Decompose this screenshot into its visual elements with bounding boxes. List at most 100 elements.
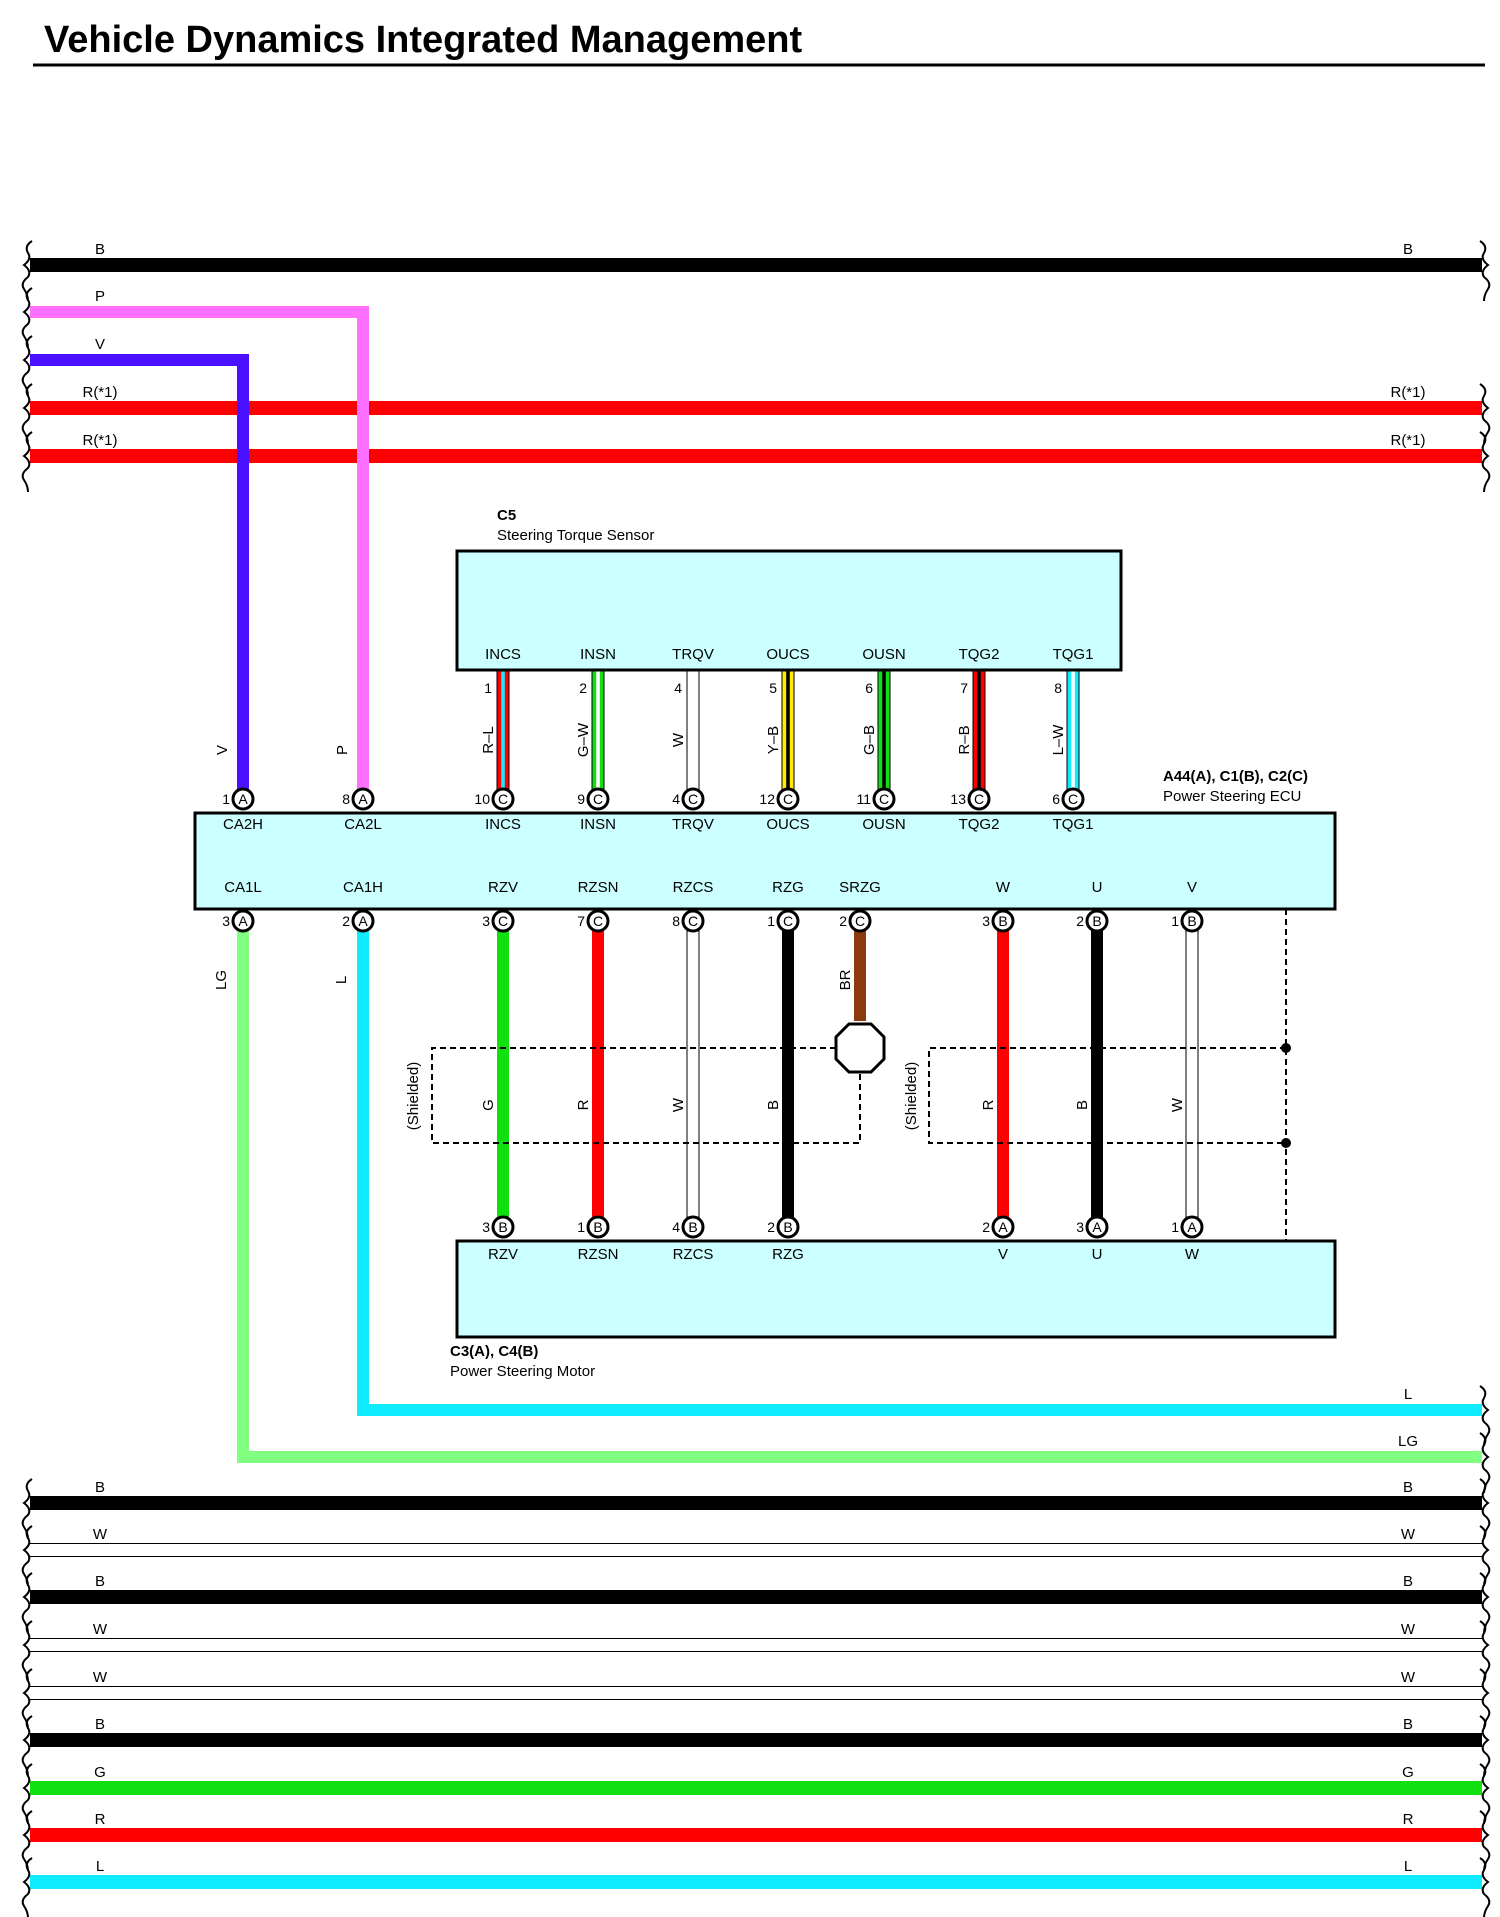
- motor-wire-v: [997, 931, 1009, 1217]
- ecu-pin-ca1l-circle: [231, 909, 255, 933]
- wire-end-right: [1479, 1432, 1491, 1494]
- ecu-terminal-name: RZSN: [578, 879, 619, 896]
- motor-pin-rzv-circle: [491, 1215, 515, 1239]
- ecu-pin-srzg-pin: 2: [839, 913, 847, 929]
- wire-end-left: [21, 287, 33, 349]
- ecu-pin-rzcs-conn: C: [688, 913, 698, 929]
- motor-pin-v-circle: [991, 1215, 1015, 1239]
- wire-label-right: B: [1403, 1716, 1413, 1733]
- power-steering-ecu-box: [193, 811, 1337, 911]
- ecu-name: Power Steering ECU: [1163, 788, 1301, 805]
- sensor-terminal-name: OUCS: [766, 646, 809, 663]
- wire-label-right: R: [1403, 1811, 1414, 1828]
- ecu-pin-ca1h-conn: A: [358, 913, 368, 929]
- shield-box-left: [431, 1047, 861, 1144]
- wire-label-left: R(*1): [82, 384, 117, 401]
- ecu-pin-rzcs-pin: 8: [672, 913, 680, 929]
- sensor-wire-color: R–B: [956, 725, 973, 754]
- ecu-pin-tqg2-pin: 13: [950, 791, 966, 807]
- motor-wire-rzv: [497, 931, 509, 1217]
- sensor-pin-number: 2: [579, 680, 587, 696]
- wire-end-left: [21, 1715, 33, 1777]
- motor-wire-u: [1091, 931, 1103, 1217]
- shielded-label-right: (Shielded): [903, 1062, 920, 1130]
- ecu-pin-srzg-circle: [848, 909, 872, 933]
- sensor-pin-number: 7: [960, 680, 968, 696]
- wire-end-left: [21, 1620, 33, 1682]
- ecu-pin-w-pin: 3: [982, 913, 990, 929]
- ecu-terminal-name: U: [1092, 879, 1103, 896]
- wire-label-left: R: [95, 1811, 106, 1828]
- motor-wire-color: B: [1074, 1100, 1091, 1110]
- wire-end-right: [1479, 1763, 1491, 1825]
- motor-terminal-name: RZV: [488, 1246, 518, 1263]
- ecu-pin-ousn-pin: 11: [856, 791, 871, 807]
- motor-wire-color: W: [670, 1097, 687, 1112]
- ecu-pin-trqv-circle: [681, 787, 705, 811]
- wire-end-left: [21, 1668, 33, 1730]
- motor-pin-rzg-circle: [776, 1215, 800, 1239]
- sensor-wire-ousn-stripe: [882, 671, 886, 790]
- wire-label-right: B: [1403, 241, 1413, 258]
- wire-end-right: [1479, 431, 1491, 493]
- wire-end-right: [1479, 240, 1491, 302]
- sensor-wire-incs-stripe: [501, 671, 505, 790]
- ecu-pin-incs-pin: 10: [474, 791, 490, 807]
- motor-terminal-name: W: [1185, 1246, 1200, 1263]
- ecu-pin-incs-conn: C: [498, 791, 508, 807]
- shield-ground-symbol: [834, 1022, 886, 1074]
- wire-label-left: L: [96, 1858, 104, 1875]
- ecu-terminal-name: RZV: [488, 879, 518, 896]
- sensor-terminal-name: INCS: [485, 646, 521, 663]
- motor-pin-v-conn: A: [998, 1219, 1008, 1235]
- wire-end-left: [21, 383, 33, 445]
- motor-wire-color: R: [575, 1099, 592, 1110]
- wire-end-left: [21, 1478, 33, 1540]
- motor-terminal-name: RZCS: [673, 1246, 714, 1263]
- wire-end-right: [1479, 1620, 1491, 1682]
- ecu-pin-ca2h-circle: [231, 787, 255, 811]
- shield-box-right: [928, 1047, 1286, 1144]
- motor-wire-rzg: [782, 931, 794, 1217]
- ecu-terminal-name: W: [996, 879, 1011, 896]
- motor-terminal-name: V: [998, 1246, 1008, 1263]
- motor-wire-rzsn: [592, 931, 604, 1217]
- sensor-pin-number: 8: [1054, 680, 1062, 696]
- ecu-pin-ca1h-circle: [351, 909, 375, 933]
- wire-end-right: [1479, 1572, 1491, 1634]
- motor-terminal-name: RZG: [772, 1246, 804, 1263]
- ecu-pin-u-pin: 2: [1076, 913, 1084, 929]
- ecu-pin-ca1l-conn: A: [238, 913, 248, 929]
- motor-pin-rzcs-pin: 4: [672, 1219, 680, 1235]
- ecu-pin-rzg-pin: 1: [767, 913, 775, 929]
- ecu-pin-ca2h-conn: A: [238, 791, 248, 807]
- can-wire-label: V: [214, 745, 231, 755]
- motor-pin-u-pin: 3: [1076, 1219, 1084, 1235]
- motor-wire-rzcs: [686, 930, 700, 1218]
- ecu-terminal-name: RZCS: [673, 879, 714, 896]
- ecu-pin-u-conn: B: [1092, 913, 1101, 929]
- ecu-pin-rzv-circle: [491, 909, 515, 933]
- sensor-wire-tqg2-stripe: [977, 671, 981, 790]
- can-wire-p: [30, 306, 369, 790]
- wire-label-left: B: [95, 1479, 105, 1496]
- ecu-terminal-name: OUSN: [862, 816, 905, 833]
- motor-pin-u-circle: [1085, 1215, 1109, 1239]
- wire-label-right: R(*1): [1390, 432, 1425, 449]
- can-wire-label: P: [334, 745, 351, 755]
- sensor-terminal-name: TQG1: [1053, 646, 1094, 663]
- wire-label-left: P: [95, 288, 105, 305]
- ecu-pin-tqg2-circle: [967, 787, 991, 811]
- sensor-wire-color: Y–B: [765, 726, 782, 754]
- ecu-pin-tqg1-pin: 6: [1052, 791, 1060, 807]
- motor-pin-rzg-conn: B: [783, 1219, 792, 1235]
- wire-label-right: LG: [1398, 1433, 1418, 1450]
- motor-pin-v-pin: 2: [982, 1219, 990, 1235]
- wire-label-right: L: [1404, 1858, 1412, 1875]
- ecu-pin-trqv-conn: C: [688, 791, 698, 807]
- steering-torque-sensor-box: [455, 549, 1123, 672]
- wires-layer: [21, 240, 1491, 1917]
- ecu-pin-ca2l-conn: A: [358, 791, 368, 807]
